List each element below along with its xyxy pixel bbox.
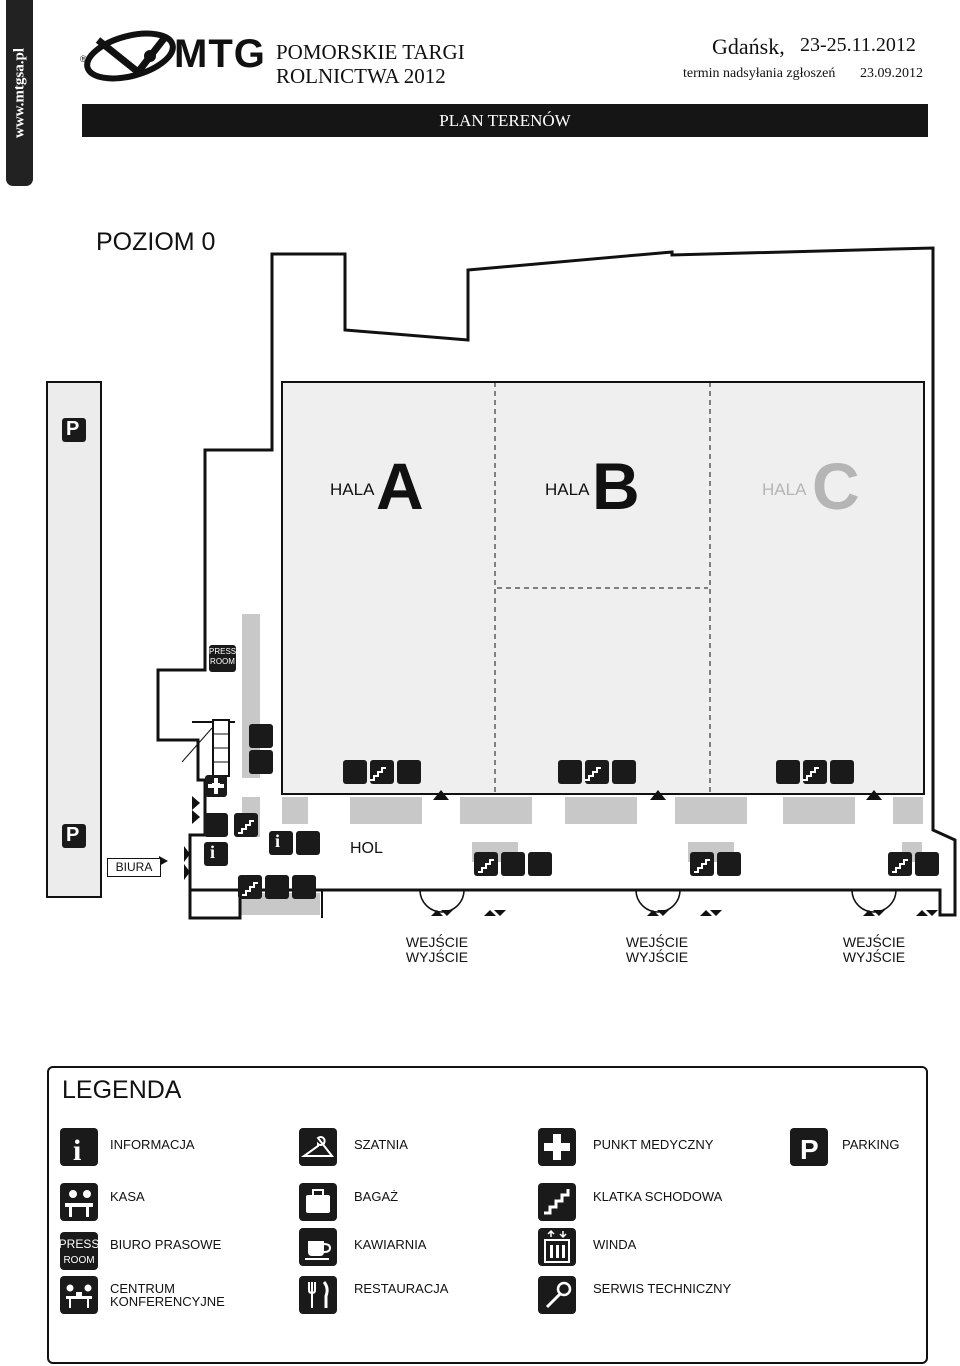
hall-b-letter: B	[592, 449, 640, 523]
logo-text: MTG	[174, 32, 266, 76]
event-dates: 23-25.11.2012	[800, 34, 916, 56]
plan-banner: PLAN TERENÓW	[82, 104, 928, 137]
hall-a-letter: A	[376, 449, 424, 523]
entrance-markers	[159, 790, 938, 916]
event-title-line2: ROLNICTWA 2012	[276, 64, 446, 88]
event-title: POMORSKIE TARGI ROLNICTWA 2012	[276, 40, 465, 88]
legend-label-info: INFORMACJA	[110, 1137, 195, 1152]
stairs-icon	[538, 1183, 576, 1221]
legend-title: LEGENDA	[62, 1076, 182, 1104]
map-service-icons	[62, 418, 939, 899]
parking-icon: P	[790, 1128, 828, 1166]
hol-label: HOL	[350, 840, 383, 857]
biura-label: BIURA	[107, 858, 161, 877]
cashier-icon	[60, 1183, 98, 1221]
info-marker-icon: i	[210, 842, 216, 862]
info-marker-hol-icon: i	[275, 831, 281, 851]
legend-label-press: BIURO PRASOWE	[110, 1237, 222, 1252]
registered-mark: ®	[80, 54, 87, 64]
event-title-line1: POMORSKIE TARGI	[276, 40, 465, 64]
wrench-icon	[538, 1276, 576, 1314]
restaurant-icon	[299, 1276, 337, 1314]
legend-label-cloakroom: SZATNIA	[354, 1137, 408, 1152]
halls-area	[281, 381, 925, 795]
hall-c-letter: C	[812, 449, 860, 523]
svg-text:P: P	[800, 1134, 819, 1165]
legend-label-service: SERWIS TECHNICZNY	[593, 1281, 732, 1296]
press-room-icon: PRESS ROOM	[60, 1232, 98, 1270]
info-icon: i	[60, 1128, 98, 1166]
mtg-logo-icon	[84, 30, 176, 82]
legend-label-luggage: BAGAŻ	[354, 1189, 399, 1204]
svg-text:i: i	[73, 1134, 81, 1166]
legend-label-parking: PARKING	[842, 1137, 900, 1152]
site-url-tab[interactable]: www.mtgsa.pl	[6, 0, 33, 186]
deadline-label: termin nadsyłania zgłoszeń	[683, 66, 836, 81]
elevator-icon	[538, 1228, 576, 1266]
parking-marker-top: P	[66, 418, 80, 440]
legend-label-restaurant: RESTAURACJA	[354, 1281, 449, 1296]
conference-icon	[60, 1276, 98, 1314]
luggage-icon	[299, 1183, 337, 1221]
parking-strip	[46, 381, 102, 898]
coffee-icon	[299, 1228, 337, 1266]
svg-text:PRESS: PRESS	[60, 1237, 98, 1251]
event-city: Gdańsk,	[712, 34, 785, 59]
legend-label-elevator: WINDA	[593, 1237, 637, 1252]
hall-a-word: HALA	[330, 480, 375, 499]
legend-label-medical: PUNKT MEDYCZNY	[593, 1137, 714, 1152]
svg-text:ROOM: ROOM	[63, 1255, 94, 1266]
level-title: POZIOM 0	[96, 228, 216, 256]
hall-b-word: HALA	[545, 480, 590, 499]
legend-box	[47, 1066, 928, 1364]
legend-label-cafe: KAWIARNIA	[354, 1237, 427, 1252]
building-outline	[156, 246, 957, 917]
legend-label-stairs: KLATKA SCHODOWA	[593, 1189, 723, 1204]
deadline-date: 23.09.2012	[860, 66, 923, 81]
hall-c-word: HALA	[762, 480, 807, 499]
parking-marker-bottom: P	[66, 824, 80, 846]
legend-label-cashier: KASA	[110, 1189, 145, 1204]
medical-cross-icon	[538, 1128, 576, 1166]
hanger-icon	[299, 1128, 337, 1166]
